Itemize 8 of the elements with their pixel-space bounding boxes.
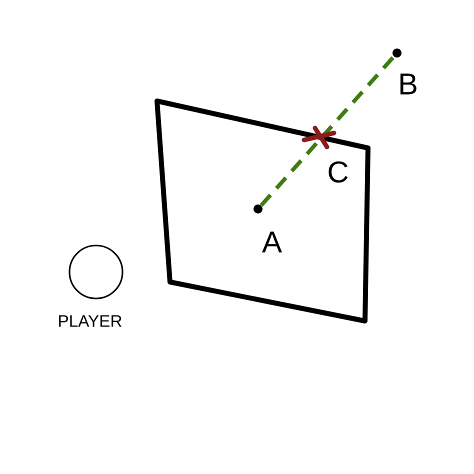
- point-label: B: [400, 74, 416, 94]
- point-label: C: [328, 161, 348, 183]
- caption-text: PLAYER: [59, 315, 122, 327]
- point-label: A: [262, 232, 282, 252]
- point-dot: [392, 48, 402, 58]
- point-dot: [254, 204, 262, 214]
- quadrilateral: [154, 98, 370, 324]
- dashed-line: [260, 55, 396, 207]
